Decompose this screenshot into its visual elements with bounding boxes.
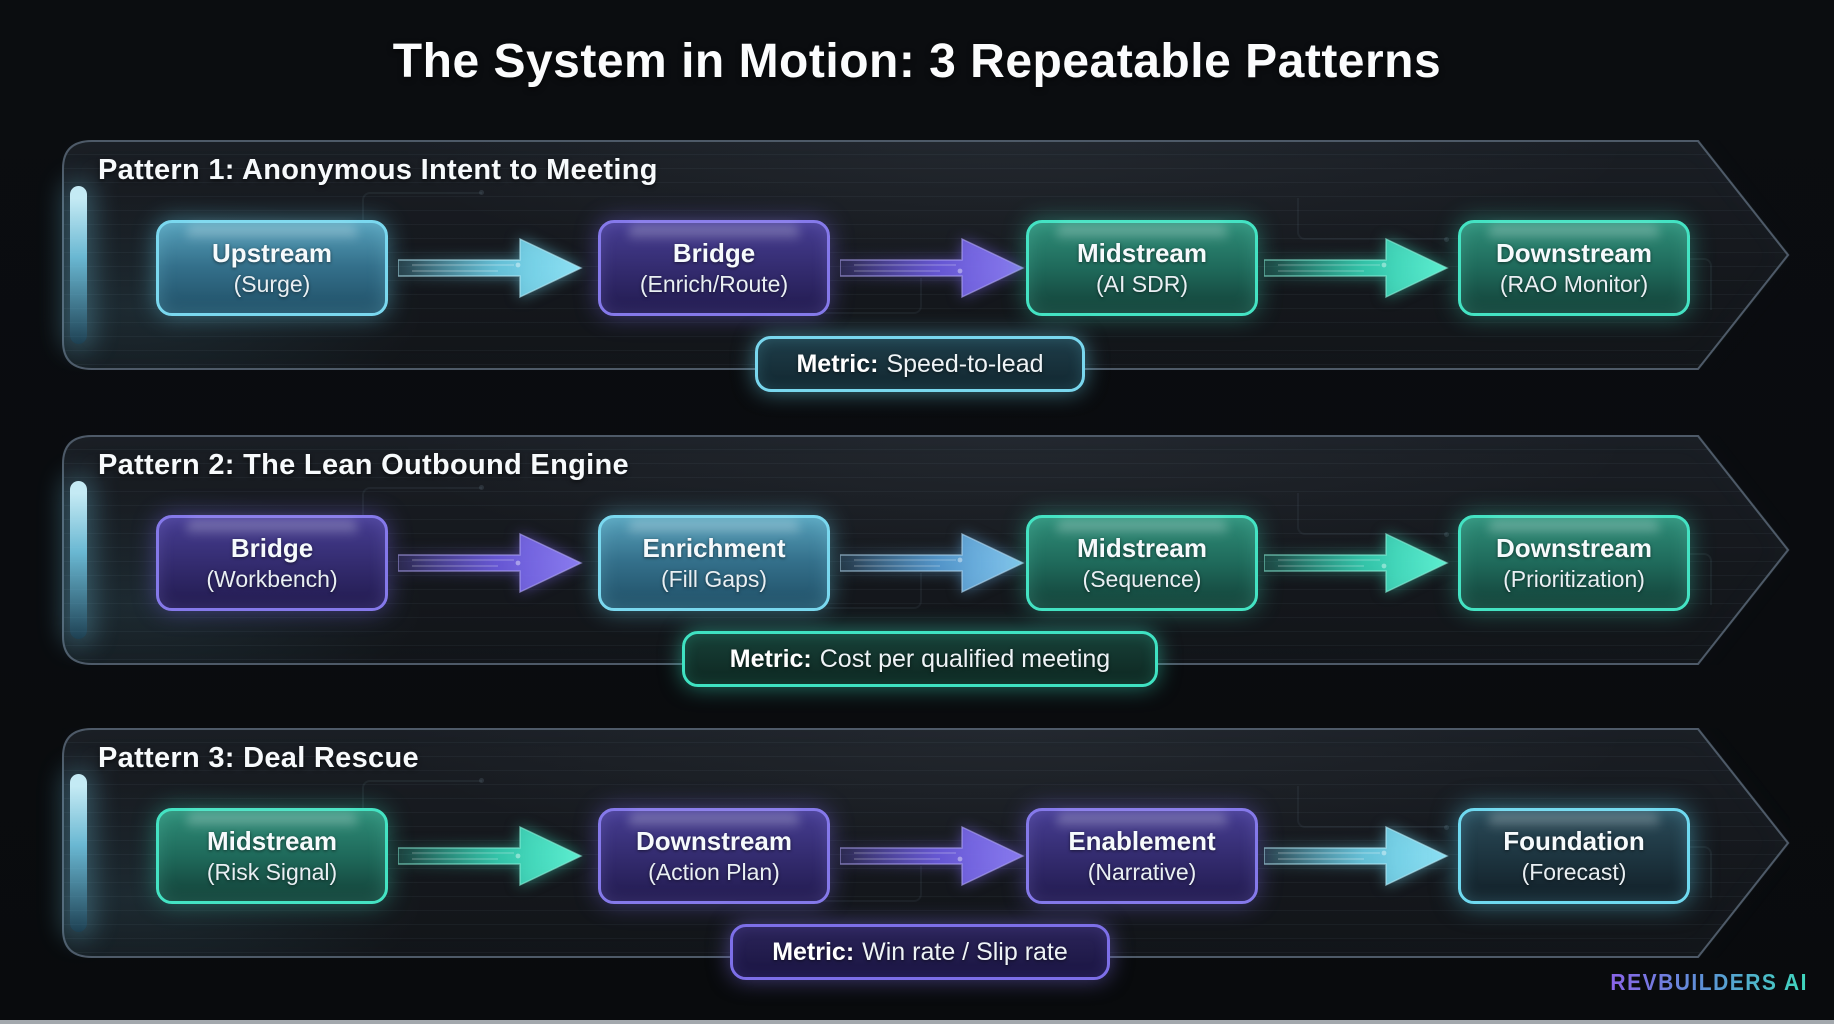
node-enablement-narrative: Enablement (Narrative) xyxy=(1026,808,1258,904)
metric-badge: Metric: Speed-to-lead xyxy=(755,336,1085,392)
pattern-heading: Pattern 3: Deal Rescue xyxy=(98,742,419,774)
flow-arrow-icon xyxy=(398,528,583,598)
node-downstream-prioritization: Downstream (Prioritization) xyxy=(1458,515,1690,611)
flow-arrow-icon xyxy=(398,821,583,891)
flow-arrow-icon xyxy=(1264,528,1449,598)
node-subtitle: (Action Plan) xyxy=(648,858,780,885)
node-title: Downstream xyxy=(1495,238,1653,269)
flow-arrow-icon xyxy=(840,528,1025,598)
node-title: Bridge xyxy=(672,238,756,269)
flow-arrow-icon xyxy=(840,233,1025,303)
node-title: Enrichment xyxy=(642,533,786,564)
pattern-heading: Pattern 2: The Lean Outbound Engine xyxy=(98,449,629,481)
node-foundation-forecast: Foundation (Forecast) xyxy=(1458,808,1690,904)
node-title: Midstream xyxy=(1076,238,1208,269)
bottom-edge-strip xyxy=(0,1020,1834,1024)
glow-accent-bar xyxy=(70,186,87,344)
node-title: Enablement xyxy=(1068,826,1216,857)
node-subtitle: (Forecast) xyxy=(1521,858,1627,885)
node-midstream-ai-sdr: Midstream (AI SDR) xyxy=(1026,220,1258,316)
node-subtitle: (AI SDR) xyxy=(1096,270,1188,297)
node-title: Foundation xyxy=(1503,826,1645,857)
flow-arrow-icon xyxy=(398,233,583,303)
node-subtitle: (Risk Signal) xyxy=(206,858,338,885)
metric-value: Speed-to-lead xyxy=(886,349,1044,378)
glow-accent-bar xyxy=(70,481,87,639)
metric-badge: Metric: Cost per qualified meeting xyxy=(682,631,1158,687)
node-title: Upstream xyxy=(212,238,332,269)
glow-accent-bar xyxy=(70,774,87,932)
metric-value: Win rate / Slip rate xyxy=(862,937,1068,966)
node-midstream-risk-signal: Midstream (Risk Signal) xyxy=(156,808,388,904)
node-title: Midstream xyxy=(206,826,338,857)
node-downstream-rao-monitor: Downstream (RAO Monitor) xyxy=(1458,220,1690,316)
node-midstream-sequence: Midstream (Sequence) xyxy=(1026,515,1258,611)
node-subtitle: (Enrich/Route) xyxy=(639,270,789,297)
metric-label: Metric: xyxy=(772,937,855,966)
node-subtitle: (Surge) xyxy=(233,270,311,297)
flow-arrow-icon xyxy=(840,821,1025,891)
node-subtitle: (Prioritization) xyxy=(1503,565,1645,592)
panel-pattern-2: Pattern 2: The Lean Outbound Engine Brid… xyxy=(62,435,1790,687)
node-downstream-action-plan: Downstream (Action Plan) xyxy=(598,808,830,904)
node-title: Downstream xyxy=(1495,533,1653,564)
flow-arrow-icon xyxy=(1264,821,1449,891)
node-subtitle: (Workbench) xyxy=(206,565,338,592)
metric-badge: Metric: Win rate / Slip rate xyxy=(730,924,1110,980)
node-title: Downstream xyxy=(635,826,793,857)
metric-value: Cost per qualified meeting xyxy=(819,644,1111,673)
node-subtitle: (RAO Monitor) xyxy=(1499,270,1649,297)
node-subtitle: (Narrative) xyxy=(1087,858,1197,885)
node-bridge-enrich-route: Bridge (Enrich/Route) xyxy=(598,220,830,316)
node-enrichment-fill-gaps: Enrichment (Fill Gaps) xyxy=(598,515,830,611)
flow-arrow-icon xyxy=(1264,233,1449,303)
node-title: Midstream xyxy=(1076,533,1208,564)
pattern-heading: Pattern 1: Anonymous Intent to Meeting xyxy=(98,154,658,186)
node-subtitle: (Sequence) xyxy=(1082,565,1202,592)
node-title: Bridge xyxy=(230,533,314,564)
page-title: The System in Motion: 3 Repeatable Patte… xyxy=(392,35,1442,88)
panel-pattern-3: Pattern 3: Deal Rescue Midstream (Risk S… xyxy=(62,728,1790,980)
metric-label: Metric: xyxy=(796,349,879,378)
node-bridge-workbench: Bridge (Workbench) xyxy=(156,515,388,611)
node-subtitle: (Fill Gaps) xyxy=(660,565,768,592)
brand-logo: REVBUILDERS AI xyxy=(1610,970,1808,996)
metric-label: Metric: xyxy=(729,644,812,673)
panel-pattern-1: Pattern 1: Anonymous Intent to Meeting U… xyxy=(62,140,1790,392)
node-upstream-surge: Upstream (Surge) xyxy=(156,220,388,316)
